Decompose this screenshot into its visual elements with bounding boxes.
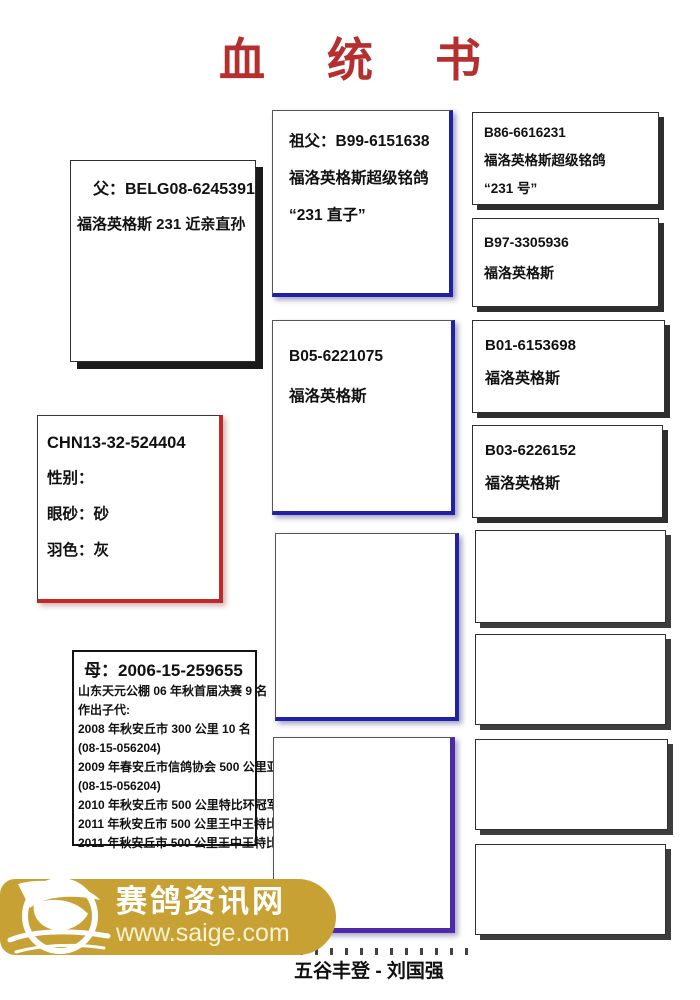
great-grandparent-box-2: B97-3305936 福洛英格斯: [472, 218, 659, 307]
paternal-granddam-box: B05-6221075 福洛英格斯: [272, 320, 455, 515]
grandsire-strain: 福洛英格斯超级铭鸽: [289, 170, 429, 187]
great-grandparent-box-6-empty: [475, 634, 666, 725]
page-title: 血统书: [219, 33, 543, 87]
great-grandparent-box-7-empty: [475, 739, 668, 830]
gg3-strain: 福洛英格斯: [485, 370, 561, 387]
mother-result-line: 山东天元公棚 06 年秋首届决赛 9 名: [78, 684, 268, 698]
father-strain: 福洛英格斯 231 近亲直孙: [77, 216, 246, 233]
gg2-ring-number: B97-3305936: [484, 234, 569, 250]
father-box: 父：BELG08-6245391 福洛英格斯 231 近亲直孙: [70, 160, 256, 362]
mother-result-line: 2011 年秋安丘市 500 公里王中王特比环亚军: [78, 817, 315, 831]
great-grandparent-box-3: B01-6153698 福洛英格斯: [472, 320, 665, 413]
saige-pigeon-logo-icon: [7, 878, 111, 954]
great-grandparent-box-1: B86-6616231 福洛英格斯超级铭鸽 “231 号”: [472, 112, 659, 205]
mother-result-line: 2008 年秋安丘市 300 公里 10 名: [78, 722, 251, 736]
grandsire-nickname: “231 直子”: [289, 207, 366, 224]
bird-sex: 性别：: [47, 470, 94, 487]
gg4-ring-number: B03-6226152: [485, 442, 576, 459]
paternal-grandsire-box: 祖父：B99-6151638 福洛英格斯超级铭鸽 “231 直子”: [272, 110, 453, 297]
gg1-ring-number: B86-6616231: [484, 125, 566, 140]
mother-result-line: 2010 年秋安丘市 500 公里特比环冠军: [78, 798, 279, 812]
gg4-strain: 福洛英格斯: [485, 475, 561, 492]
mother-result-line: 2009 年春安丘市信鸽协会 500 公里亚军: [78, 760, 291, 774]
great-grandparent-box-5-empty: [475, 530, 666, 623]
mother-result-line: (08-15-056204): [78, 741, 161, 755]
gg3-ring-number: B01-6153698: [485, 337, 576, 354]
mother-result-line: (08-15-056204): [78, 779, 161, 793]
gg1-strain: 福洛英格斯超级铭鸽: [484, 153, 606, 168]
father-ring-number: 父：BELG08-6245391: [93, 181, 255, 198]
mother-result-line: 2011 年秋安丘市 500 公里王中王特比环季军: [78, 836, 315, 850]
grandsire-ring-number: 祖父：B99-6151638: [289, 133, 430, 150]
great-grandparent-box-8-empty: [475, 844, 666, 935]
great-grandparent-box-4: B03-6226152 福洛英格斯: [472, 425, 663, 518]
watermark-site-url: www.saige.com: [116, 919, 290, 947]
bird-ring-number: CHN13-32-524404: [47, 434, 186, 452]
mother-result-line: 作出子代:: [78, 703, 130, 717]
maternal-grandsire-box-empty: [275, 533, 459, 721]
saige-watermark-banner: 赛鸽资讯网 www.saige.com: [0, 878, 336, 955]
bird-eye: 眼砂：砂: [47, 506, 110, 523]
mother-box: 母：2006-15-259655 山东天元公棚 06 年秋首届决赛 9 名 作出…: [72, 650, 315, 850]
mother-ring-number: 母：2006-15-259655: [84, 661, 243, 680]
obscured-text-remnant: [300, 948, 478, 955]
gg2-strain: 福洛英格斯: [484, 265, 554, 281]
loft-owner-title: 五谷丰登 - 刘国强: [294, 961, 444, 982]
bird-feather-color: 羽色：灰: [47, 542, 110, 559]
subject-bird-box: CHN13-32-524404 性别： 眼砂：砂 羽色：灰: [37, 415, 223, 603]
watermark-site-name: 赛鸽资讯网: [116, 884, 286, 919]
gg1-nickname: “231 号”: [484, 181, 538, 196]
granddam-ring-number: B05-6221075: [289, 348, 383, 365]
granddam-strain: 福洛英格斯: [289, 388, 367, 405]
